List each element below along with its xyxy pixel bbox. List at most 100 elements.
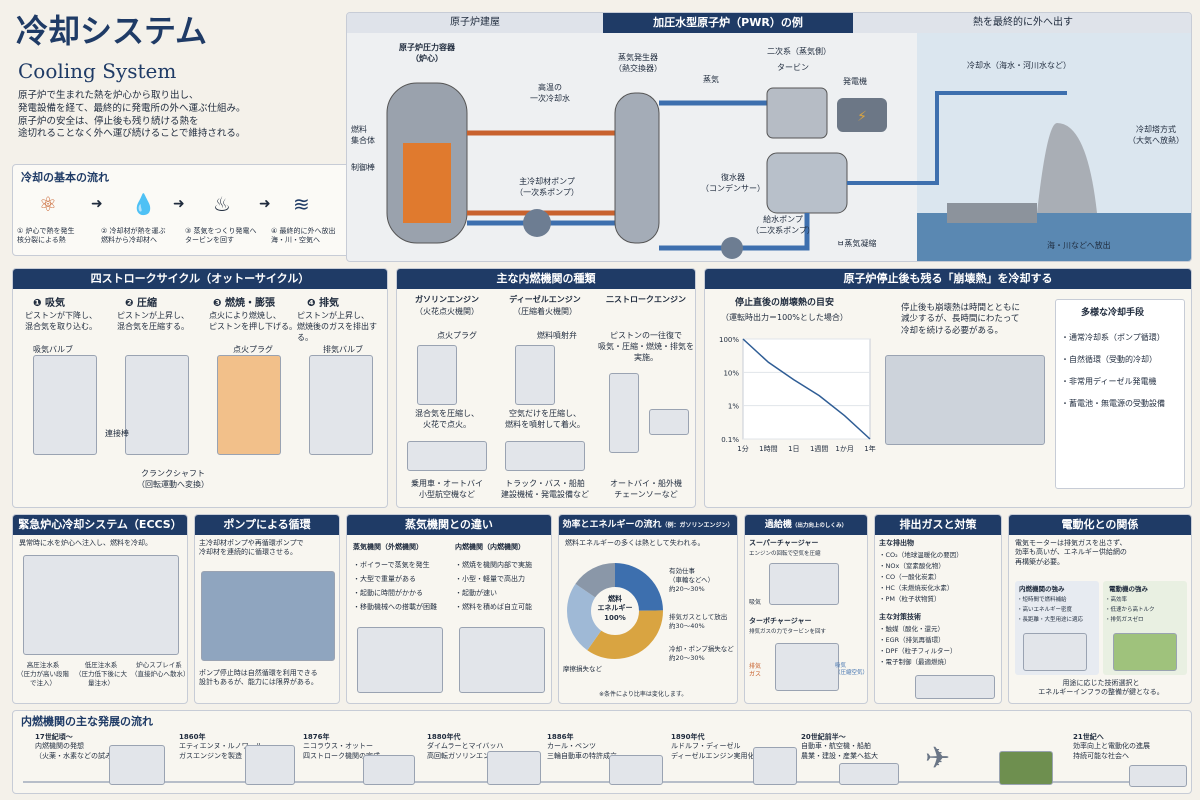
electric-panel: 電動化との関係 電気モーターは排気ガスを出さず、 効率も高いが、エネルギー供給網… [1008,514,1192,704]
timeline-date: 20世紀前半〜 [801,733,846,741]
ice-item: ・小型・軽量で高出力 [455,575,525,583]
timeline-date: 21世紀へ [1073,733,1104,741]
cylinder-exhaust [309,355,373,455]
timeline-who: ダイムラーとマイバッハ [427,742,504,751]
pwr-header-right: 熱を最終的に外へ出す [853,13,1191,33]
flow-step-desc: タービンを回す [185,236,234,245]
ev-strength: ・排気ガスゼロ [1105,617,1144,623]
stroke-desc: ピストンが上昇し、 燃焼後のガスを排出する。 [297,311,377,342]
engine-col-use: オートバイ・船外機 チェーンソーなど [610,479,682,499]
exhaust-title: 排出ガスと対策 [875,515,1001,535]
chart-title: 停止直後の崩壊熱の目安 [735,298,835,308]
engine-col-title: 二ストロークエンジン [606,295,686,304]
gasoline-piston-image [417,345,457,405]
label-secondary: 二次系（蒸気側） [767,47,831,56]
flow-step-title: ① 炉心で熱を発生 [17,227,75,235]
method-item: ・自然循環（受動的冷却） [1061,355,1157,364]
engine-col-use: トラック・バス・船舶 建設機械・発電設備など [501,479,589,499]
hot-leg-pipe [467,130,630,216]
airplane-icon: ✈ [925,741,951,776]
pump-circ-foot: ポンプ停止時は自然循環を利用できる 設計もあるが、能力には限界がある。 [199,669,318,687]
waves-icon: ≋ [293,192,310,216]
timeline-date: 1860年 [179,733,206,741]
turbo-heading: ターボチャージャー [749,617,812,625]
timeline-what: （火薬・水素などの試み） [35,751,119,760]
exhaust-item: ・NOx（窒素酸化物） [879,562,945,570]
label-rod: 制御棒 [351,163,375,172]
diesel-engine-image [753,747,797,785]
donut-slice-cooling [567,563,663,659]
energy-title: 効率とエネルギーの流れ（例：ガソリンエンジン） [559,515,737,535]
ice-strength: ・長距離・大型用途に適応 [1017,617,1084,623]
timeline-who: 効率向上と電動化の進展 [1073,742,1150,751]
label-steam: 蒸気 [703,75,719,84]
stroke-desc: ピストンが下降し、 混合気を取り込む。 [25,311,97,331]
benz-car-image [609,755,663,785]
label-intake-valve: 吸気バルブ [33,345,73,354]
turbo-heading: スーパーチャージャー [749,539,819,547]
cylinder-compression [125,355,189,455]
chart-y-tick-label: 1% [728,403,739,411]
pwr-header-left-text: 原子炉建屋 [450,17,500,28]
flow-step: ① 炉心で熱を発生核分裂による熱 [17,227,75,246]
engine-col-sub: （火花点火機関） [415,307,479,316]
supercharger-image [769,563,839,605]
timeline-line [23,781,1183,783]
flow-step: ④ 最終的に外へ放出海・川・空気へ [271,227,336,246]
steam-icon: ♨ [213,192,231,216]
four-stroke-title: 四ストロークサイクル（オットーサイクル） [13,269,387,289]
feedwater-pump [721,237,743,259]
stroke-title: ❷ 圧縮 [125,298,157,309]
chart-x-tick-label: 1日 [788,445,799,453]
steam-item: ・起動に時間がかかる [353,589,423,597]
lightning-icon: ⚡ [857,109,867,125]
flow-step-desc: 海・川・空気へ [271,236,320,245]
decay-heat-title: 原子炉停止後も残る「崩壊熱」を冷却する [705,269,1191,289]
turbo-desc: 排気ガスの力でタービンを回す [749,629,827,635]
reactor-core [403,143,451,223]
truck-image [505,441,585,471]
engine-types-panel: 主な内燃機関の種類 ガソリンエンジン （火花点火機関） 点火プラグ 混合気を圧縮… [396,268,696,508]
donut-slice-friction [567,563,663,659]
timeline-what: ガスエンジンを製造 [179,751,242,760]
label-cooling-water: 冷却水（海水・河川水など） [967,61,1071,70]
turbo-exhaust-label: 排気 ガス [749,663,762,679]
timeline-who: 自動車・航空機・船舶 [801,742,871,751]
tractor-image [999,751,1053,785]
droplet-icon: 💧 [131,192,156,216]
electric-h2: 電動機の強み [1109,585,1148,593]
chart-x-tick-label: 1か月 [835,445,853,453]
stroke-desc: ピストンが上昇し、 混合気を圧縮する。 [117,311,189,331]
timeline-what: 持続可能な社会へ [1073,751,1129,760]
ice-item: ・燃料を積めば自立可能 [455,603,532,611]
cooling-tower [1037,123,1097,213]
stroke-title: ❶ 吸気 [33,298,65,309]
timeline-date: 1890年代 [671,733,705,741]
turbo-compressed-label: 吸気 （圧縮空気） [835,663,868,677]
chart-x-tick-label: 1分 [737,444,748,453]
energy-label-cooling: 冷却・ポンプ損失など 約20〜30% [669,645,734,662]
decay-heat-panel: 原子炉停止後も残る「崩壊熱」を冷却する 停止直後の崩壊熱の目安 （運転時出力＝1… [704,268,1192,508]
intro-text: 原子炉で生まれた熱を炉心から取り出し、 発電設備を経て、最終的に発電所の外へ運ぶ… [18,90,338,141]
eccs-text: 異常時に水を炉心へ注入し、燃料を冷却。 [19,539,152,547]
flow-step-title: ③ 蒸気をつくり発電へ [185,227,257,235]
timeline-item: 1890年代ルドルフ・ディーゼルディーゼルエンジン実用化 [671,733,755,761]
engine-col-use: 乗用車・オートバイ 小型航空機など [411,479,483,499]
label-hot: 高温の 一次冷却水 [530,83,570,103]
steam-item: ・ボイラーで蒸気を発生 [353,561,430,569]
flow-step-title: ④ 最終的に外へ放出 [271,227,336,235]
exhaust-measure: ・DPF（粒子フィルター） [879,647,957,655]
chainsaw-image [649,409,689,435]
basic-flow-title: 冷却の基本の流れ [21,171,109,184]
engine-col-title: ディーゼルエンジン [509,295,581,304]
label-condensation: ㅂ蒸気凝縮 [837,239,877,248]
electric-h1: 内燃機関の強み [1019,585,1065,593]
label-pump: 主冷却材ポンプ （一次系ポンプ） [515,177,579,197]
energy-title-main: 効率とエネルギーの流れ [562,520,662,530]
timeline-item: 1860年エティエンヌ・ルノワールガスエンジンを製造 [179,733,263,761]
timeline-what: 農業・建設・産業へ拡大 [801,751,878,760]
energy-note: ※条件により比率は変化します。 [599,691,688,698]
stroke-desc: 点火により燃焼し、 ピストンを押し下げる。 [209,311,297,331]
intro-line: 原子炉で生まれた熱を炉心から取り出し、 [18,90,199,101]
pwr-header-right-text: 熱を最終的に外へ出す [973,17,1073,28]
